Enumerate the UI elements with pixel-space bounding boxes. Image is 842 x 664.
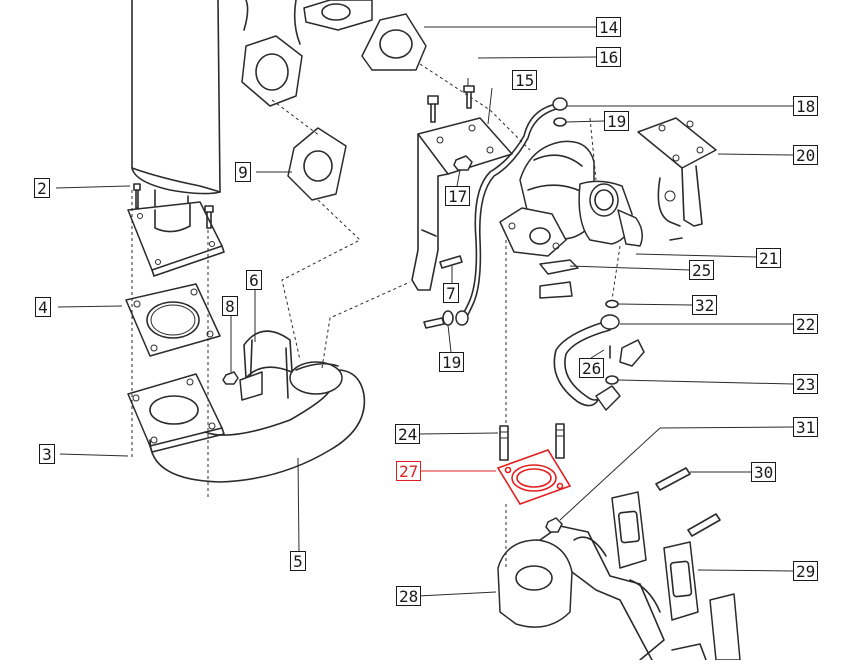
callout-28[interactable]: 28 (396, 586, 422, 606)
callout-7[interactable]: 7 (443, 283, 459, 303)
callout-14[interactable]: 14 (596, 17, 622, 37)
callout-8[interactable]: 8 (222, 296, 238, 316)
oil-return-pipe-22 (553, 314, 621, 411)
studs-24 (499, 423, 565, 461)
callout-26[interactable]: 26 (579, 358, 605, 378)
pipe-flange-plate (127, 201, 225, 277)
callout-3[interactable]: 3 (39, 444, 55, 464)
callout-9[interactable]: 9 (235, 162, 251, 182)
callout-29[interactable]: 29 (793, 561, 819, 581)
gasket-14 (361, 13, 427, 71)
studs-30 (655, 467, 721, 537)
callout-17[interactable]: 17 (445, 186, 471, 206)
nut-31 (545, 517, 563, 533)
exhaust-manifold-28 (497, 525, 665, 661)
bolt-2b (204, 205, 214, 229)
callout-25[interactable]: 25 (689, 260, 715, 280)
leader-lines (55, 26, 794, 597)
callout-23[interactable]: 23 (793, 374, 819, 394)
callout-5[interactable]: 5 (290, 551, 306, 571)
nut-17 (453, 155, 473, 171)
washer-19-top (553, 117, 567, 127)
exhaust-pipe (131, 0, 221, 223)
callout-16[interactable]: 16 (596, 47, 622, 67)
clamp-6 (239, 330, 293, 401)
support-bracket-20 (637, 117, 717, 227)
manifold-flange-upper (241, 0, 303, 107)
washer-32 (605, 299, 619, 309)
callout-30[interactable]: 30 (751, 462, 777, 482)
callout-18[interactable]: 18 (793, 96, 819, 116)
exhaust-elbow-5 (149, 361, 366, 483)
callout-2[interactable]: 2 (34, 178, 50, 198)
callout-32[interactable]: 32 (692, 295, 718, 315)
callout-6[interactable]: 6 (246, 270, 262, 290)
fitting-26 (609, 339, 645, 367)
manifold-gaskets-29 (611, 491, 741, 661)
bracket-15 (411, 117, 513, 291)
callout-22[interactable]: 22 (793, 314, 819, 334)
oil-feed-pipe-18 (455, 97, 568, 326)
callout-20[interactable]: 20 (793, 145, 819, 165)
o-ring-23 (605, 375, 619, 385)
bolt-2 (133, 183, 141, 209)
flange-3 (127, 373, 225, 453)
turbocharger-25 (499, 140, 643, 257)
nut-8 (222, 371, 239, 385)
callout-19-lower[interactable]: 19 (439, 352, 465, 372)
callout-24[interactable]: 24 (395, 424, 421, 444)
bolt-21 (669, 237, 683, 241)
bolts-16 (427, 85, 475, 123)
callout-15[interactable]: 15 (512, 70, 538, 90)
gasket-4 (125, 283, 221, 357)
assembly-lines (131, 63, 621, 568)
clamp-bracket-25 (539, 259, 579, 299)
callout-21[interactable]: 21 (756, 248, 782, 268)
callout-19-top[interactable]: 19 (604, 111, 630, 131)
gasket-27-highlighted (496, 449, 572, 505)
callout-31[interactable]: 31 (793, 417, 819, 437)
washer-19-lower (442, 310, 454, 326)
callout-27-highlighted[interactable]: 27 (396, 461, 422, 481)
gasket-9 (287, 127, 347, 201)
manifold-gasket-top (303, 0, 373, 31)
bolt-7 (423, 255, 463, 329)
callout-4[interactable]: 4 (35, 297, 51, 317)
